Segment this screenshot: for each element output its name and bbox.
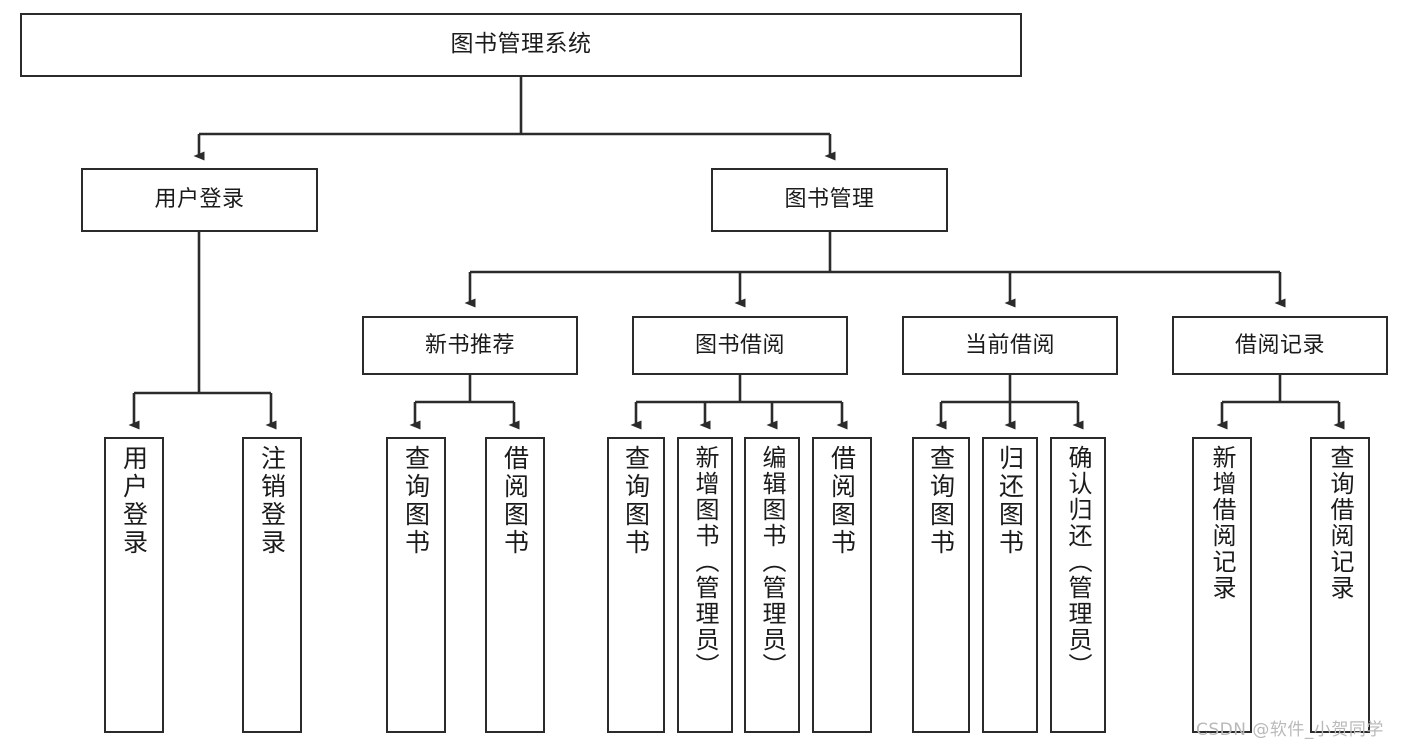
node-borrow-record[interactable]: 借阅记录	[1172, 316, 1388, 375]
leaf-confirm-return-admin[interactable]: 确认归还（管理员）	[1050, 437, 1106, 733]
node-book-borrow[interactable]: 图书借阅	[632, 316, 848, 375]
node-label: 编辑图书（管理员）	[758, 445, 786, 679]
leaf-add-borrow-record[interactable]: 新增借阅记录	[1192, 437, 1252, 733]
node-label: 新书推荐	[424, 332, 515, 358]
leaf-query-book-borrow[interactable]: 查询图书	[607, 437, 665, 733]
node-label: 用户登录	[119, 445, 149, 557]
node-label: 图书管理系统	[450, 31, 592, 58]
node-current-borrow[interactable]: 当前借阅	[902, 316, 1118, 375]
leaf-query-book-current[interactable]: 查询图书	[912, 437, 970, 733]
node-label: 借阅图书	[500, 445, 530, 557]
node-book-management[interactable]: 图书管理	[711, 168, 948, 232]
leaf-query-book-recommend[interactable]: 查询图书	[386, 437, 446, 733]
node-label: 查询借阅记录	[1326, 445, 1354, 601]
watermark-credit: CSDN @软件_小贺同学	[1196, 720, 1384, 740]
leaf-query-borrow-record[interactable]: 查询借阅记录	[1310, 437, 1370, 733]
leaf-user-login[interactable]: 用户登录	[104, 437, 164, 733]
node-label: 用户登录	[154, 187, 245, 213]
node-label: 图书管理	[784, 187, 875, 213]
leaf-borrow-book-recommend[interactable]: 借阅图书	[485, 437, 545, 733]
node-root-system[interactable]: 图书管理系统	[20, 13, 1022, 77]
leaf-borrow-book[interactable]: 借阅图书	[812, 437, 872, 733]
leaf-logout[interactable]: 注销登录	[242, 437, 302, 733]
node-label: 查询图书	[401, 445, 431, 557]
node-label: 当前借阅	[964, 332, 1055, 358]
leaf-return-book[interactable]: 归还图书	[982, 437, 1038, 733]
node-label: 借阅记录	[1234, 332, 1325, 358]
node-label: 新增借阅记录	[1208, 445, 1236, 601]
node-label: 确认归还（管理员）	[1064, 445, 1092, 679]
node-label: 查询图书	[621, 445, 651, 557]
leaf-edit-book-admin[interactable]: 编辑图书（管理员）	[744, 437, 800, 733]
node-label: 归还图书	[995, 445, 1025, 557]
node-label: 借阅图书	[827, 445, 857, 557]
node-label: 图书借阅	[694, 332, 785, 358]
node-label: 新增图书（管理员）	[691, 445, 719, 679]
node-new-book-recommend[interactable]: 新书推荐	[362, 316, 578, 375]
node-user-login[interactable]: 用户登录	[81, 168, 318, 232]
leaf-add-book-admin[interactable]: 新增图书（管理员）	[677, 437, 733, 733]
node-label: 注销登录	[257, 445, 287, 557]
node-label: 查询图书	[926, 445, 956, 557]
